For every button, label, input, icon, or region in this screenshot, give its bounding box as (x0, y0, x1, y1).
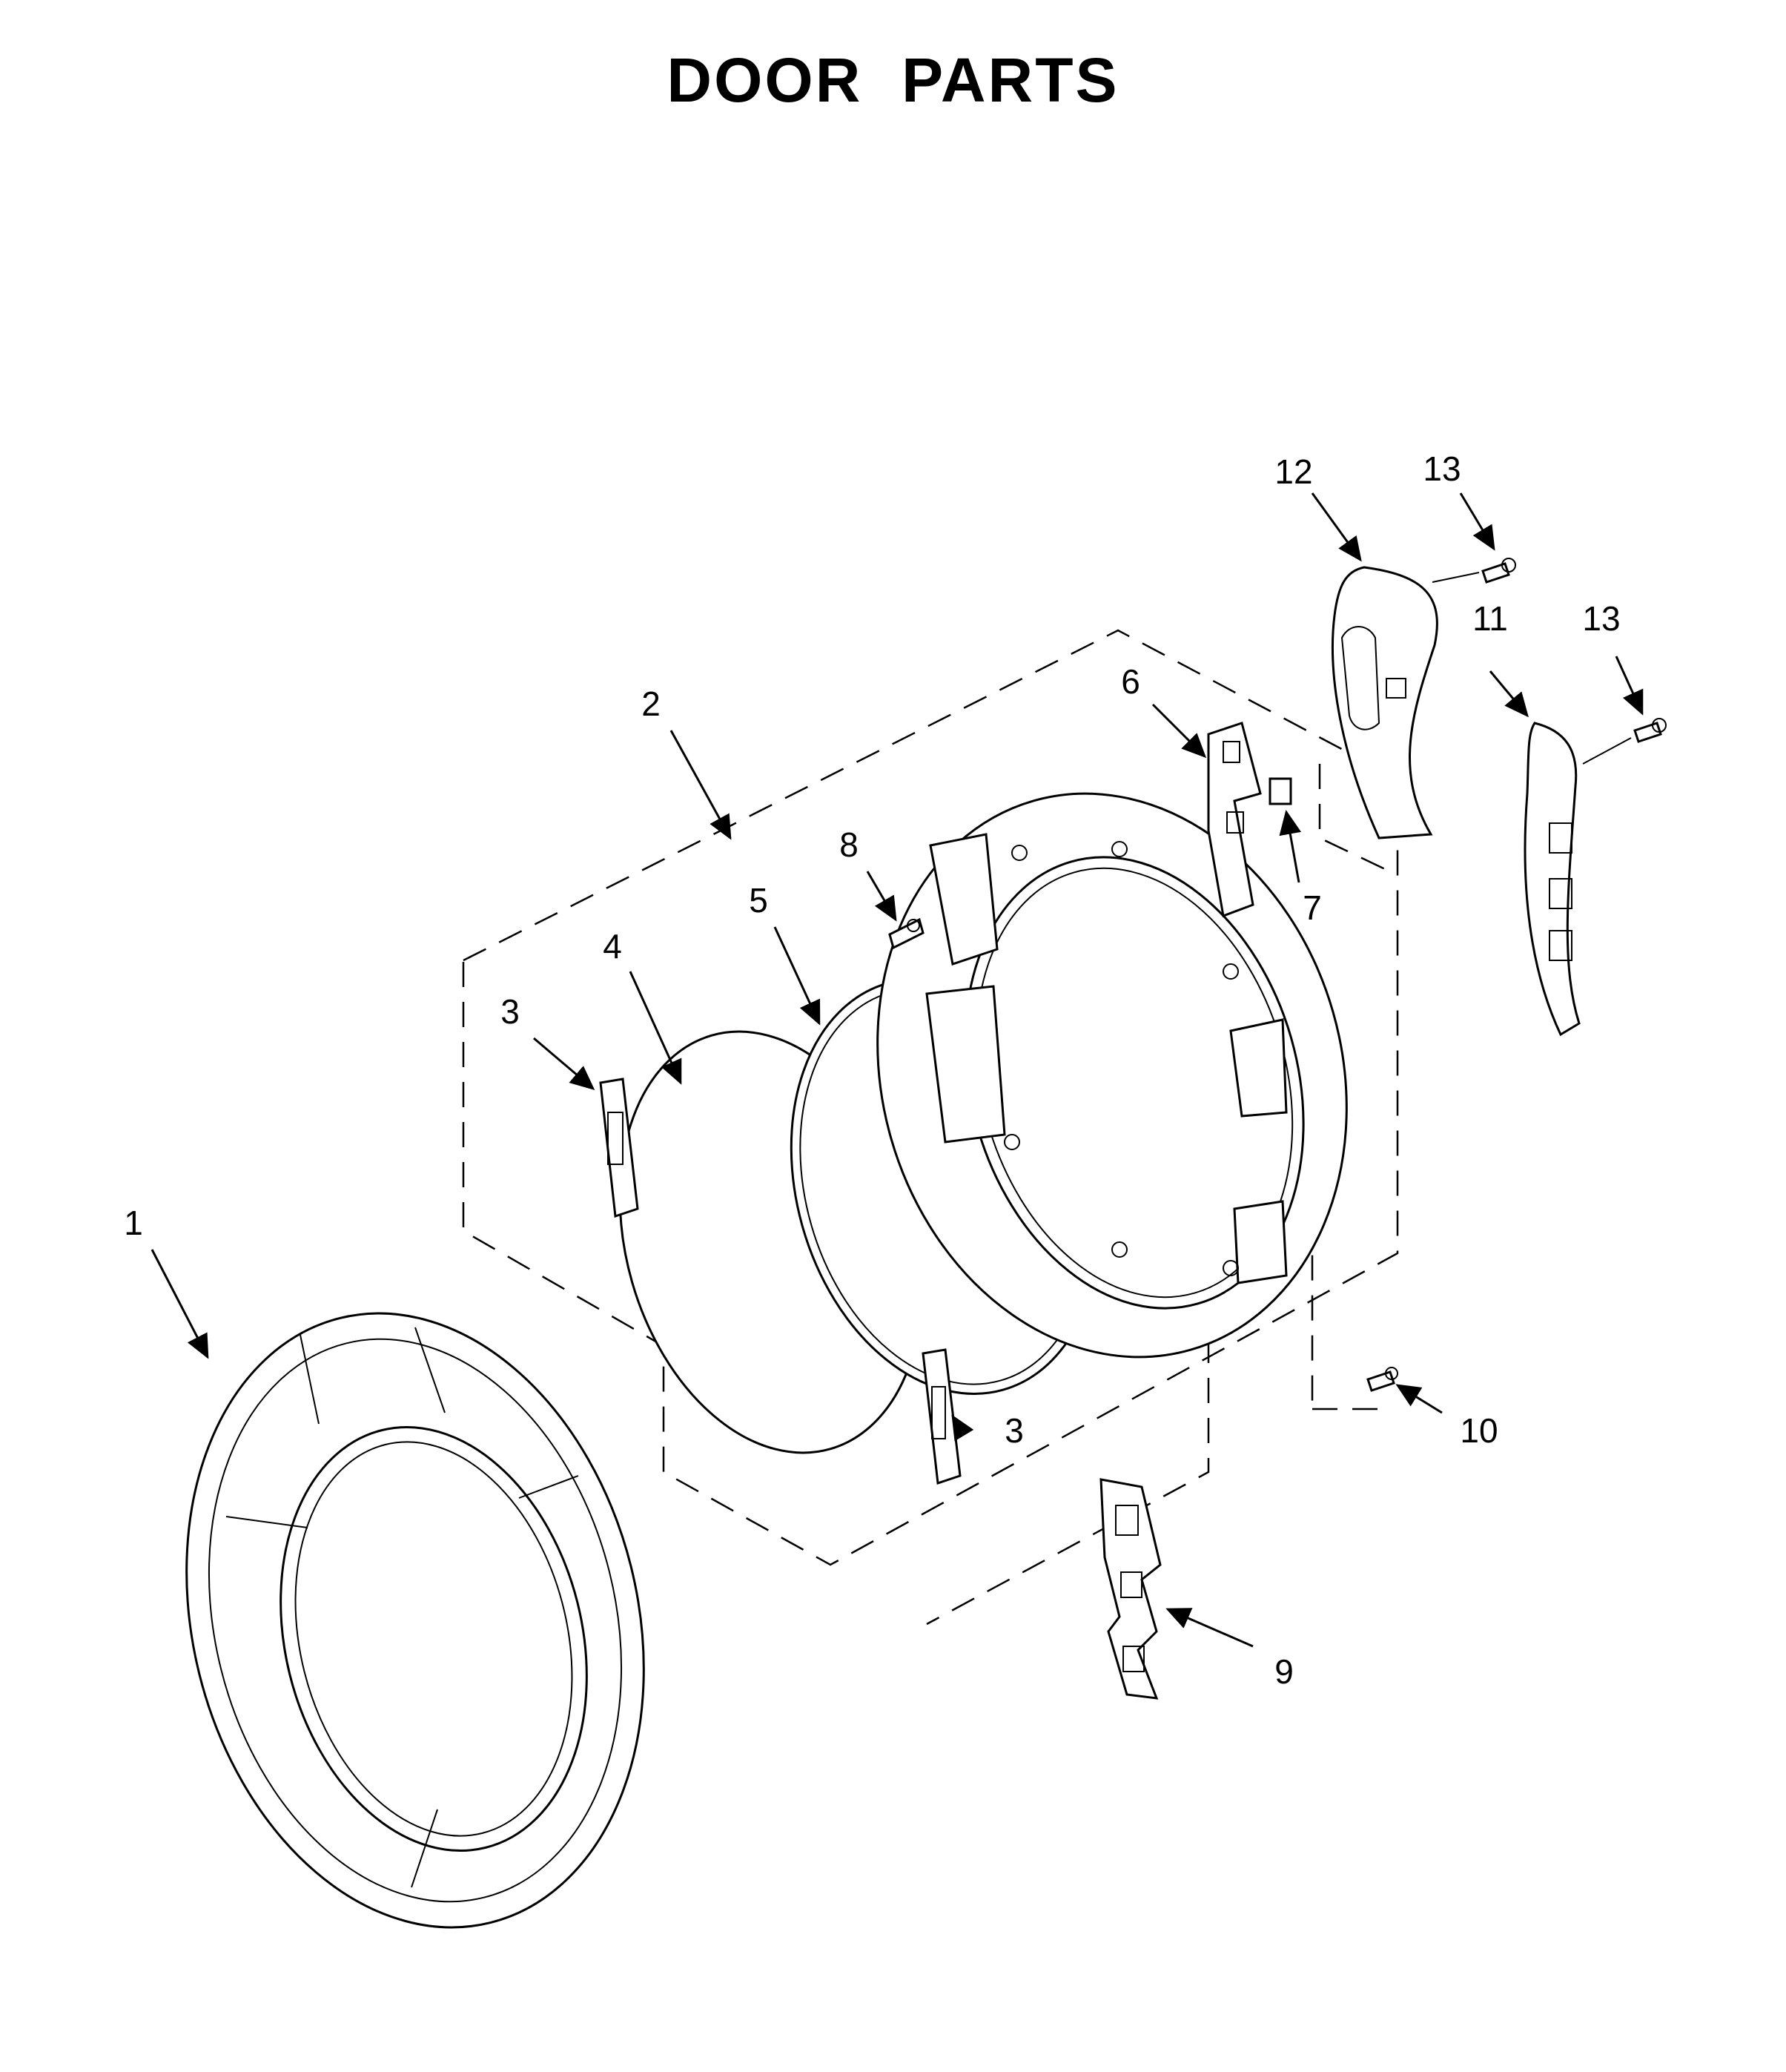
callout-1: 1 (124, 1204, 143, 1242)
callout-3-upper: 3 (500, 992, 520, 1031)
part-hinge-block-lower (922, 1348, 962, 1485)
part-outer-door (185, 1312, 645, 1929)
part-screw-13-upper (1481, 558, 1516, 584)
callout-4: 4 (603, 927, 622, 966)
callout-13-upper: 13 (1423, 449, 1461, 488)
callout-10: 10 (1460, 1411, 1498, 1450)
part-handle-back-plate (1524, 722, 1581, 1037)
part-screw-8 (888, 917, 925, 950)
callout-6: 6 (1121, 662, 1140, 701)
callout-3-lower: 3 (1005, 1411, 1024, 1450)
callout-9: 9 (1274, 1652, 1294, 1691)
callout-5: 5 (749, 881, 768, 920)
callout-12: 12 (1274, 452, 1312, 491)
part-inner-door-frame (876, 792, 1348, 1359)
part-door-hinge (1099, 1478, 1162, 1700)
part-door-handle (1332, 566, 1438, 839)
callout-7: 7 (1303, 888, 1322, 927)
leader-lines (151, 492, 1644, 1648)
callout-8: 8 (839, 825, 859, 864)
part-screw-10 (1366, 1367, 1398, 1392)
part-latch-bracket (1207, 722, 1262, 918)
callout-2: 2 (641, 684, 661, 723)
callout-11: 11 (1472, 599, 1508, 638)
page-title: DOOR PARTS (667, 45, 1119, 115)
part-hinge-block-upper (599, 1078, 639, 1218)
part-screw-13-lower (1633, 718, 1667, 743)
part-clip (1269, 777, 1292, 805)
callout-13-lower: 13 (1582, 599, 1620, 638)
